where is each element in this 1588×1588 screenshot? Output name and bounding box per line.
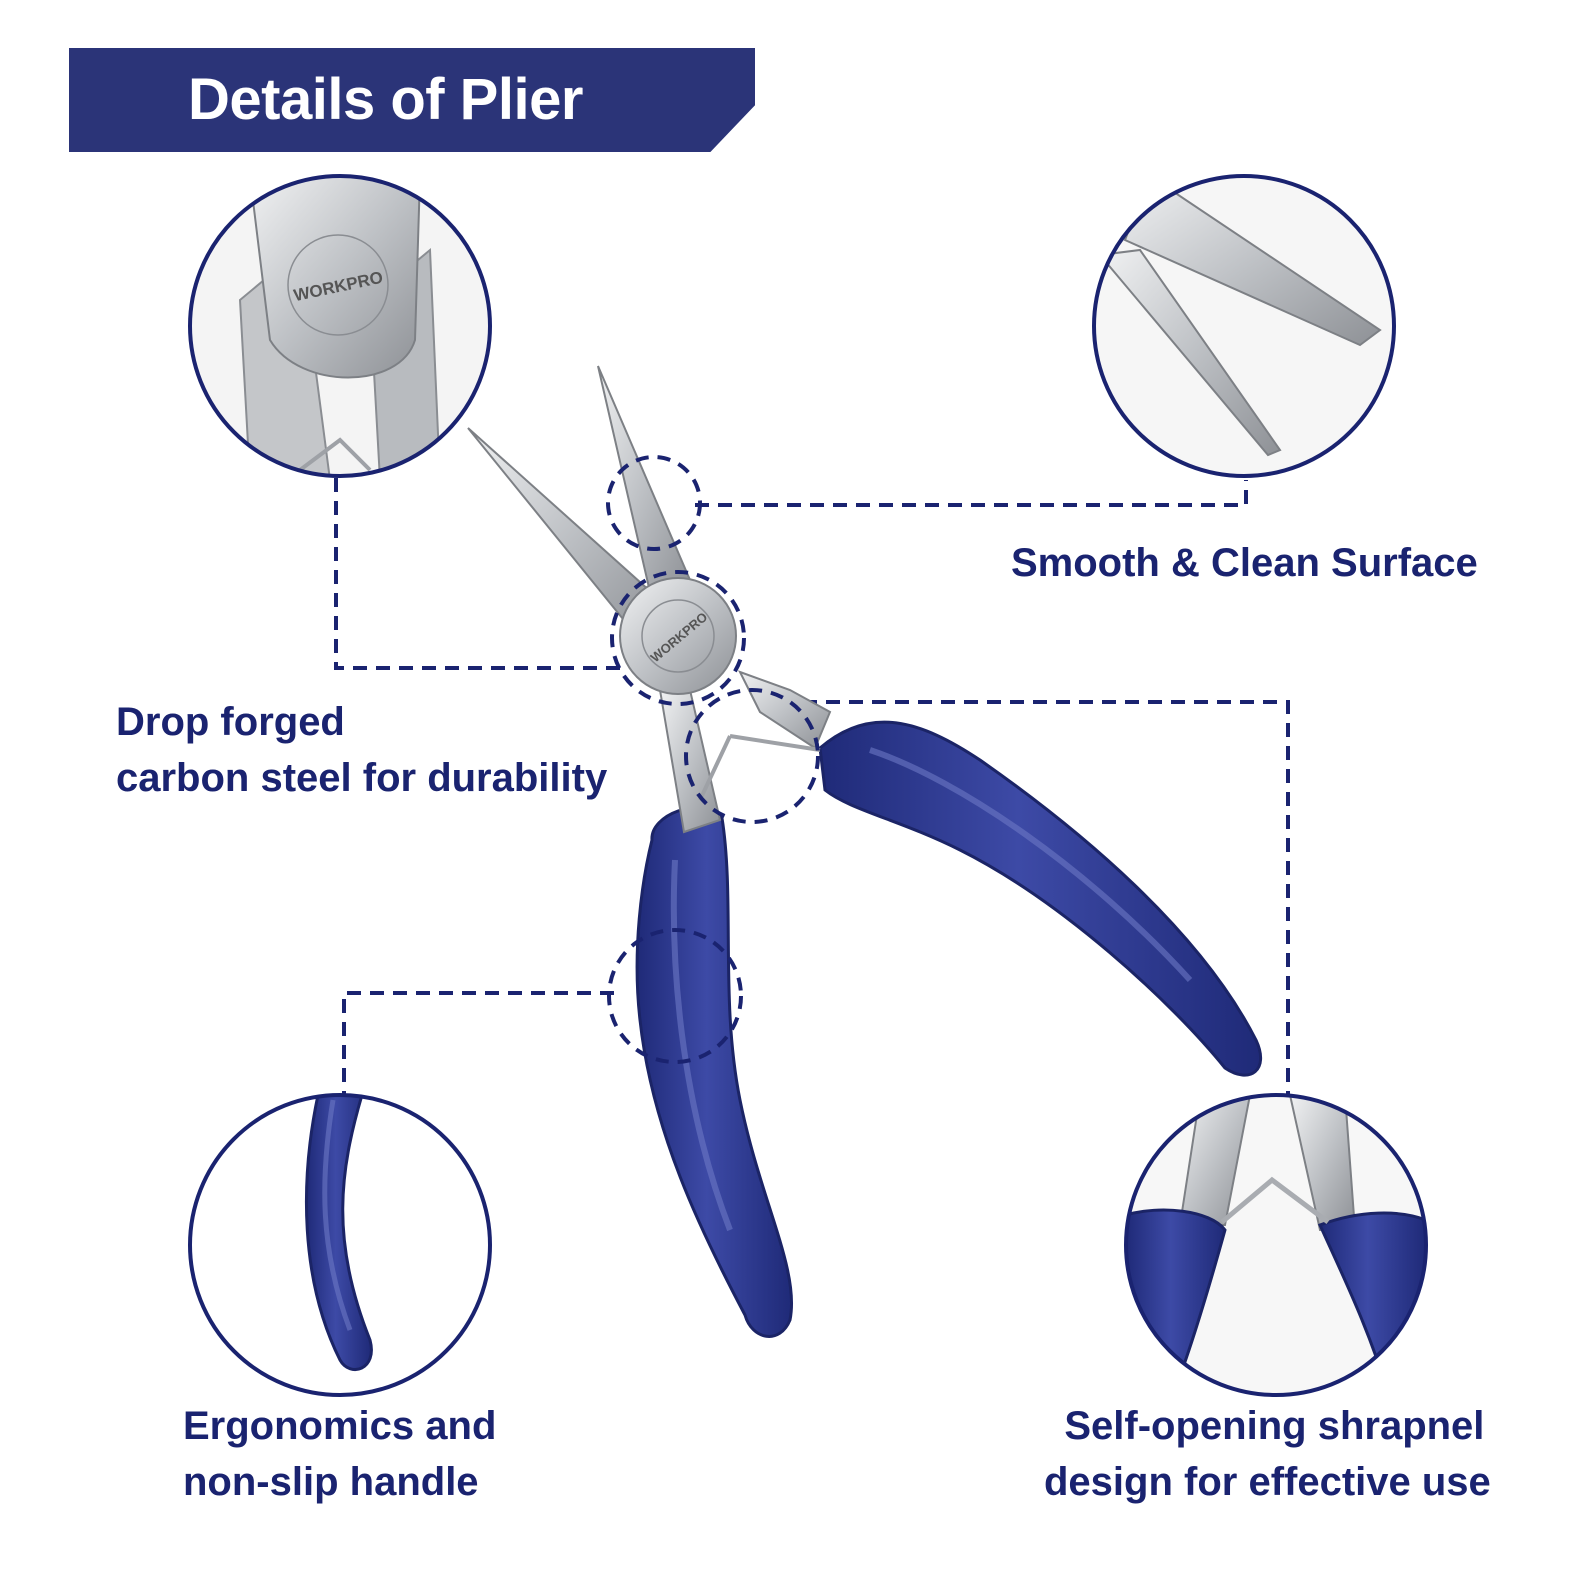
label-smooth-line: Smooth & Clean Surface: [1011, 541, 1478, 585]
detail-spring-image: [1126, 1095, 1426, 1395]
label-drop-forged-line2: carbon steel for durability: [116, 756, 608, 800]
plier-steel-right-arm: [737, 670, 832, 750]
label-ergonomics-line2: non-slip handle: [183, 1460, 479, 1504]
detail-handle-image: [190, 1095, 490, 1395]
detail-tips-image: [1094, 176, 1394, 476]
highlight-spring: [684, 688, 820, 824]
highlight-handle: [607, 928, 743, 1064]
page-title: Details of Plier: [188, 67, 583, 132]
spring-wire: [698, 734, 821, 801]
connector-ergonomics: [342, 991, 614, 1094]
connector-lines: [334, 478, 1290, 1094]
detail-circle-pivot: [188, 174, 492, 478]
connector-drop-forged: [334, 478, 620, 670]
label-self-opening: Self-opening shrapnel design for effecti…: [1044, 1398, 1491, 1510]
detail-circle-handle: [188, 1093, 492, 1397]
connector-self-opening: [780, 700, 1290, 1094]
title-banner: [69, 48, 755, 152]
detail-circle-spring: [1124, 1093, 1428, 1397]
highlight-tip: [606, 455, 702, 551]
label-self-opening-line2: design for effective use: [1044, 1460, 1491, 1504]
highlight-pivot: [610, 570, 746, 706]
label-drop-forged: Drop forged carbon steel for durability: [116, 694, 607, 806]
detail-pivot-image: WORKPRO: [190, 176, 490, 476]
left-handle: [635, 806, 794, 1338]
label-smooth-surface: Smooth & Clean Surface: [1011, 535, 1478, 591]
label-self-opening-line1: Self-opening shrapnel: [1064, 1404, 1485, 1448]
label-ergonomics: Ergonomics and non-slip handle: [183, 1398, 496, 1510]
plier-steel-left-arm: [658, 689, 722, 834]
detail-circle-tips: [1092, 174, 1396, 478]
plier-pivot: [619, 577, 737, 695]
right-handle: [818, 720, 1263, 1077]
label-ergonomics-line1: Ergonomics and: [183, 1404, 497, 1448]
label-drop-forged-line1: Drop forged: [116, 700, 345, 744]
connector-smooth: [695, 480, 1248, 507]
